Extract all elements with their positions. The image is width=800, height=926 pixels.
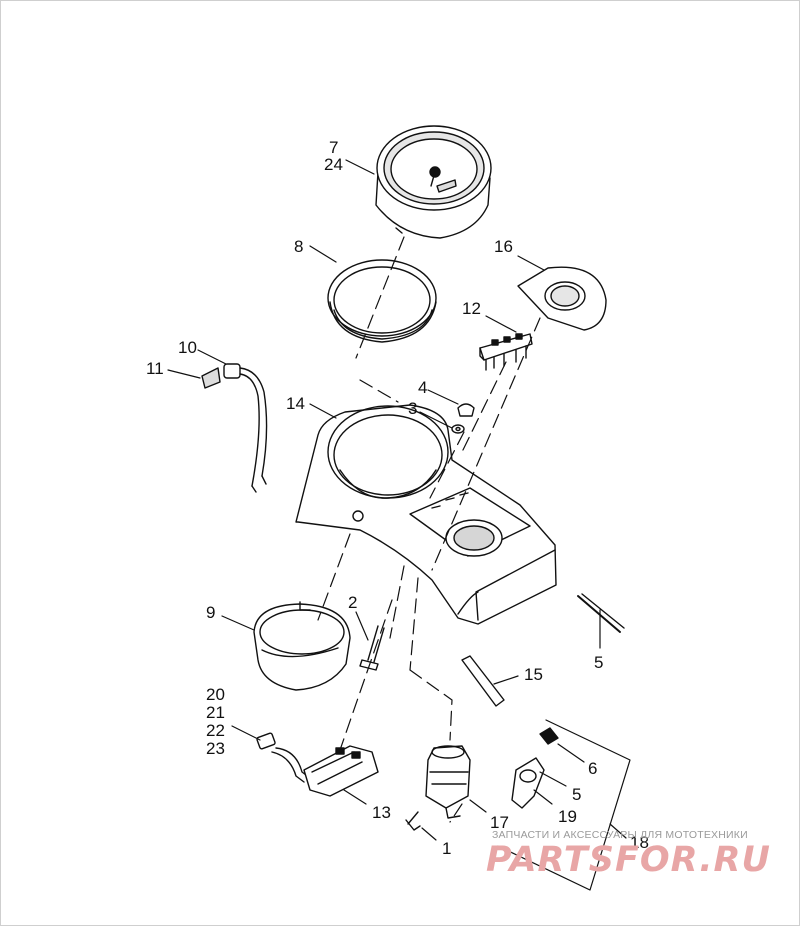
callout-10: 10	[178, 338, 197, 357]
gauge-gasket-ring	[327, 259, 437, 343]
callout-14: 14	[286, 394, 305, 413]
callout-8: 8	[294, 237, 303, 256]
callout-19: 19	[558, 807, 577, 826]
instrument-console	[295, 404, 557, 625]
speedometer-gauge	[375, 125, 492, 239]
callout-15: 15	[524, 665, 543, 684]
callout-12: 12	[462, 299, 481, 318]
watermark-caption: ЗАПЧАСТИ И АКСЕССУАРЫ ДЛЯ МОТОТЕХНИКИ	[492, 829, 748, 841]
callout-7: 7	[329, 138, 338, 157]
callout-16: 16	[494, 237, 513, 256]
callout-22: 22	[206, 721, 225, 740]
callout-9: 9	[206, 603, 215, 622]
callout-17: 17	[490, 813, 509, 832]
kit-group-bracket	[497, 719, 631, 891]
console-gasket	[517, 266, 607, 331]
reflector-strip	[461, 655, 505, 707]
callout-18: 18	[630, 833, 649, 852]
assembly-centerlines	[317, 236, 541, 823]
switch-module	[256, 732, 379, 797]
callout-23: 23	[206, 739, 225, 758]
callout-3: 3	[408, 399, 417, 418]
gauge-mount-bracket	[253, 601, 351, 691]
callout-labels: 7 24 16 8 12 10 11 4 14 3 2 9 5 15 20 21…	[146, 138, 649, 858]
screw-cap	[457, 403, 475, 417]
bulb-socket-assembly	[201, 363, 268, 493]
callout-1: 1	[442, 839, 451, 858]
callout-2: 2	[348, 593, 357, 612]
callout-5-right: 5	[594, 653, 603, 672]
indicator-lamp-housing	[479, 333, 533, 371]
callout-20: 20	[206, 685, 225, 704]
mounting-screw	[405, 811, 421, 831]
callout-6: 6	[588, 759, 597, 778]
key-holder-bracket	[511, 757, 545, 809]
watermark-logo: PARTSFOR.RU	[486, 840, 771, 880]
callout-11: 11	[146, 359, 164, 378]
cable-strap	[577, 593, 625, 633]
washer	[451, 424, 465, 434]
leader-lines	[167, 159, 627, 841]
callout-4: 4	[418, 378, 427, 397]
callout-21: 21	[206, 703, 225, 722]
callout-5-lower: 5	[572, 785, 581, 804]
callout-24: 24	[324, 155, 343, 174]
callout-13: 13	[372, 803, 391, 822]
ignition-switch	[425, 745, 471, 819]
ignition-key	[539, 727, 559, 745]
